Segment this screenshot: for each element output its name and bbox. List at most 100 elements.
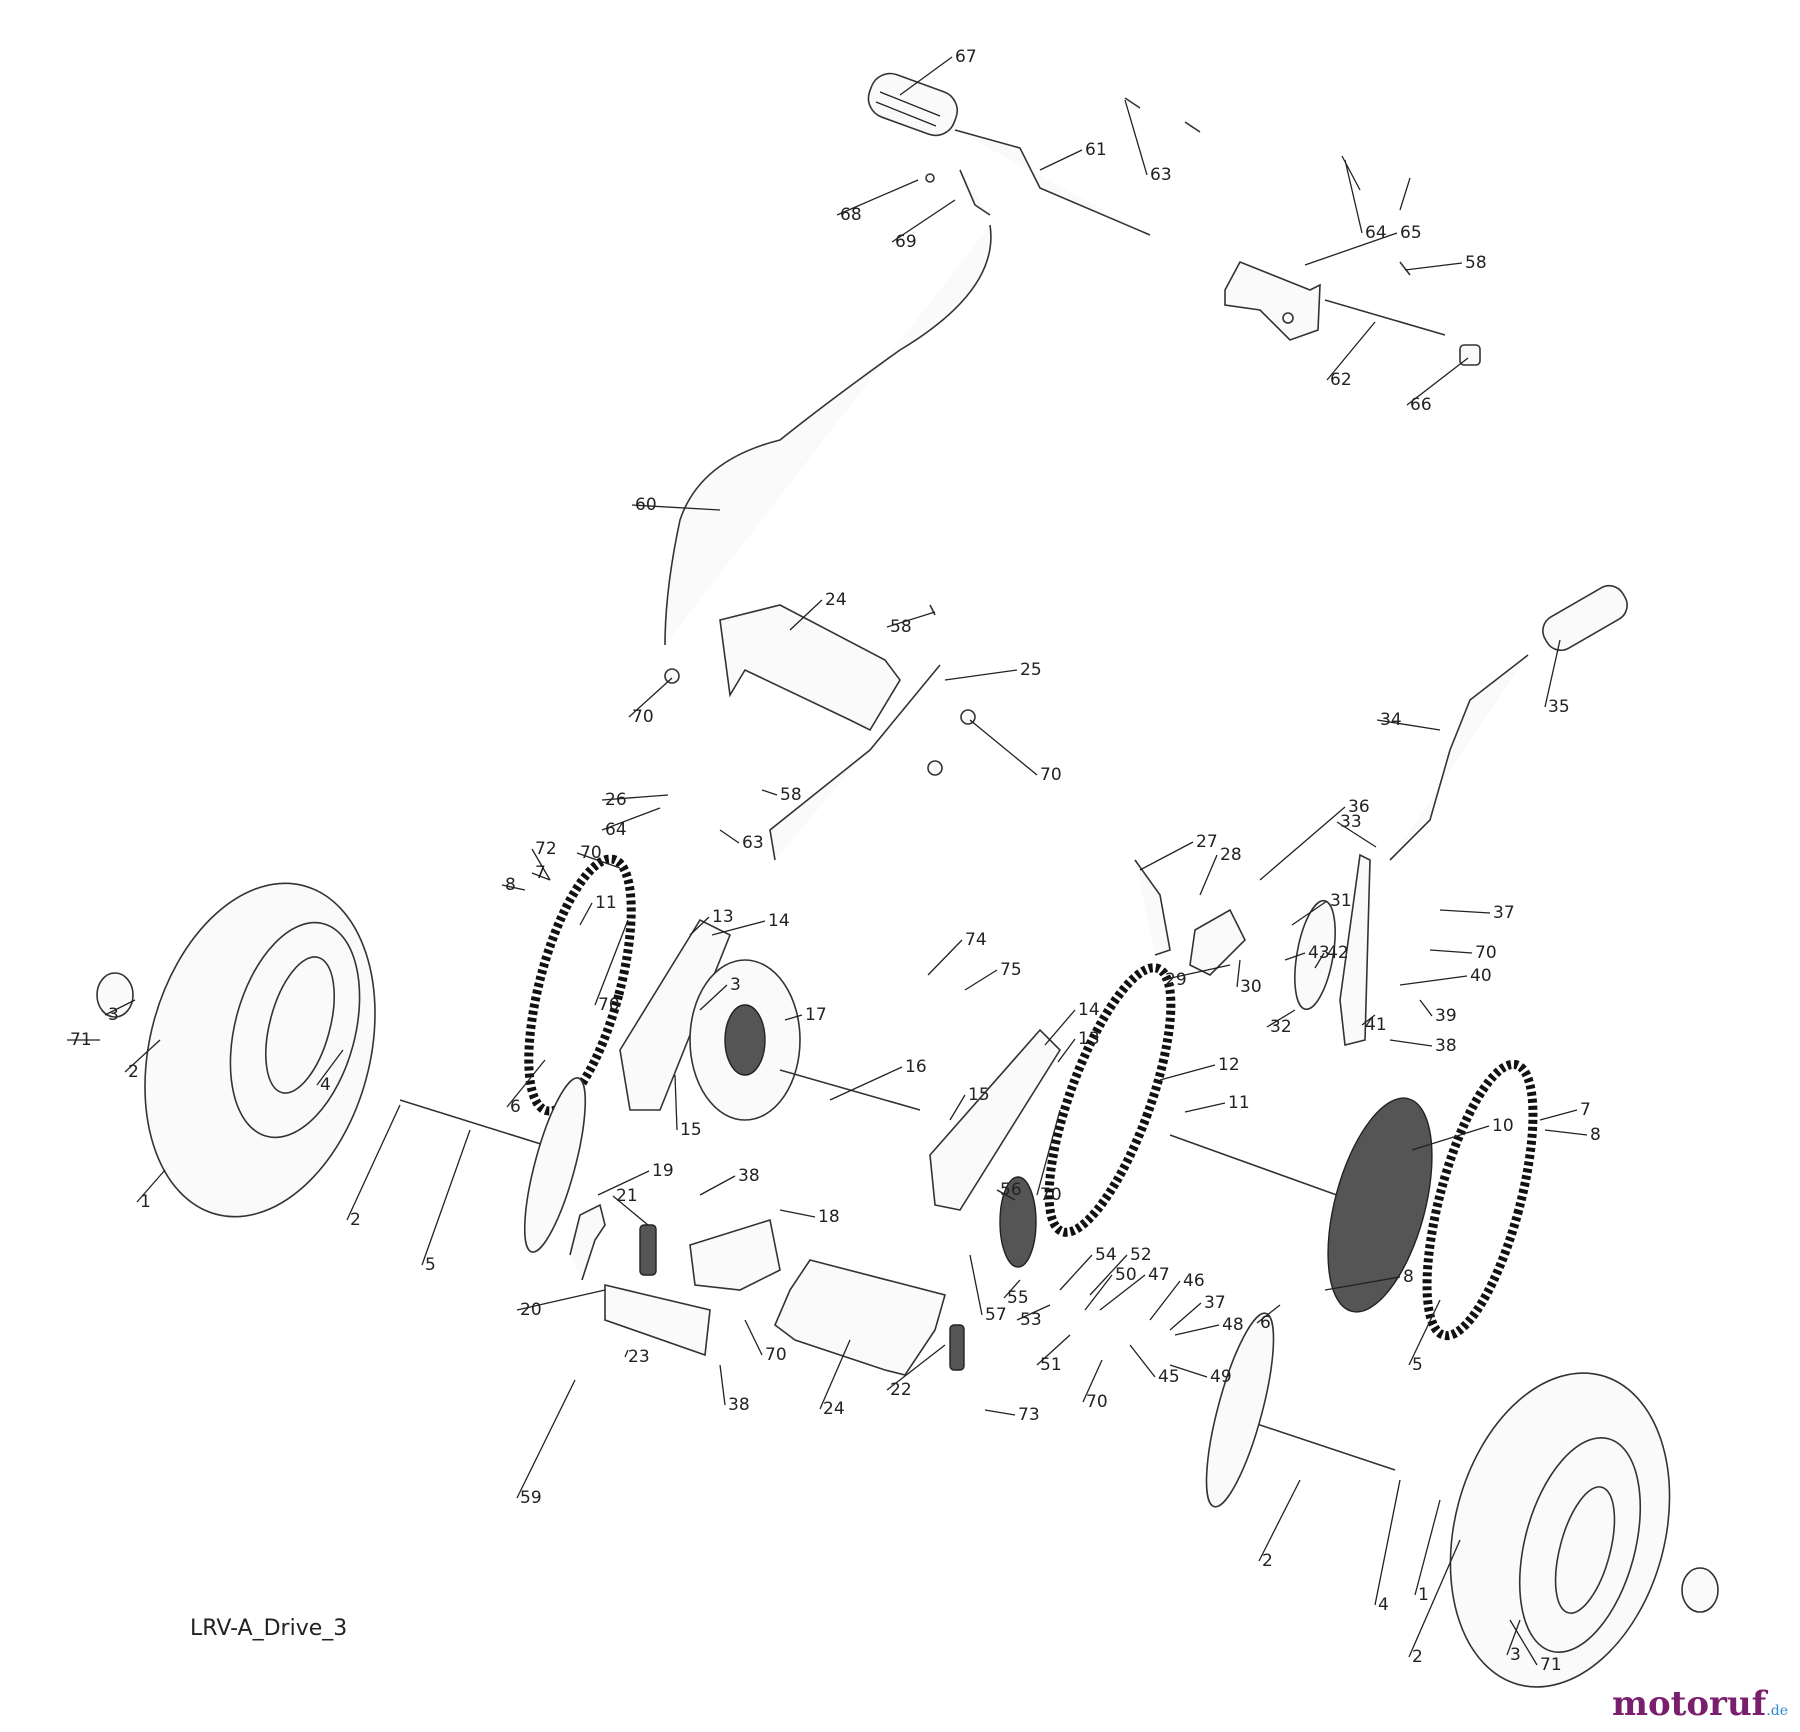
callout-leader-64 xyxy=(1344,159,1363,234)
watermark-suffix: .de xyxy=(1766,1703,1788,1719)
callout-label-55: 55 xyxy=(1007,1288,1029,1308)
callout-leader-20 xyxy=(516,1289,606,1311)
callout-label-2: 2 xyxy=(1412,1647,1423,1667)
callout-leader-50 xyxy=(1084,1274,1113,1311)
callout-leader-38 xyxy=(719,1364,726,1406)
callout-leader-36 xyxy=(1259,806,1346,881)
callout-label-70: 70 xyxy=(1040,765,1062,785)
callout-leader-61 xyxy=(1039,149,1083,171)
callout-leader-2 xyxy=(1408,1539,1461,1658)
callout-leader-37 xyxy=(1169,1302,1202,1331)
callout-label-36: 36 xyxy=(1348,797,1370,817)
callout-label-10: 10 xyxy=(1492,1116,1514,1136)
plate-14-right xyxy=(929,1028,1062,1211)
lever-61 xyxy=(954,129,1151,236)
callout-leader-66 xyxy=(1406,357,1469,406)
callout-leader-11 xyxy=(1184,1102,1226,1113)
chain-6-left xyxy=(524,854,636,1116)
callout-label-3: 3 xyxy=(108,1005,119,1025)
callout-leader-71 xyxy=(1509,1619,1538,1666)
callout-label-37: 37 xyxy=(1493,903,1515,923)
callout-label-24: 24 xyxy=(823,1399,845,1419)
clip-58-mid xyxy=(929,604,936,616)
callout-label-65: 65 xyxy=(1400,223,1422,243)
plate-24-top xyxy=(719,604,901,732)
clutch-17 xyxy=(689,959,801,1121)
callout-label-53: 53 xyxy=(1020,1310,1042,1330)
callout-leader-70 xyxy=(576,852,621,869)
callout-leader-2 xyxy=(1258,1479,1301,1562)
callout-label-21: 21 xyxy=(616,1186,638,1206)
callout-leader-18 xyxy=(779,1209,816,1218)
callout-leader-15 xyxy=(949,1094,966,1121)
lever-bracket-69 xyxy=(925,169,991,216)
callout-leader-16 xyxy=(829,1066,903,1101)
callout-label-50: 50 xyxy=(1115,1265,1137,1285)
callout-label-11: 11 xyxy=(595,893,617,913)
grip-35 xyxy=(1542,584,1628,652)
callout-label-47: 47 xyxy=(1148,1265,1170,1285)
callout-leader-7 xyxy=(531,872,551,881)
callout-label-58: 58 xyxy=(1465,253,1487,273)
bracket-65 xyxy=(1224,260,1321,341)
callout-label-8: 8 xyxy=(505,875,516,895)
callout-label-26: 26 xyxy=(605,790,627,810)
callout-leader-45 xyxy=(1129,1344,1156,1378)
callout-label-3: 3 xyxy=(1510,1645,1521,1665)
plate-33 xyxy=(1339,853,1371,1046)
callout-leader-70 xyxy=(969,719,1038,776)
callout-leader-68 xyxy=(836,179,919,216)
callout-label-63: 63 xyxy=(742,833,764,853)
callout-leader-51 xyxy=(1036,1334,1071,1366)
callout-leader-13 xyxy=(1057,1038,1076,1063)
callout-label-7: 7 xyxy=(1580,1100,1591,1120)
callout-label-18: 18 xyxy=(818,1207,840,1227)
callout-label-17: 17 xyxy=(805,1005,827,1025)
callout-leader-33 xyxy=(1336,821,1377,848)
callout-label-70: 70 xyxy=(1475,943,1497,963)
callout-leader-73 xyxy=(984,1409,1016,1416)
callout-label-3: 3 xyxy=(730,975,741,995)
callout-label-32: 32 xyxy=(1270,1017,1292,1037)
callout-leader-58 xyxy=(761,789,778,796)
callout-label-72: 72 xyxy=(535,839,557,859)
callout-leader-2 xyxy=(124,1039,161,1073)
wheel-1-left xyxy=(144,882,376,1218)
callout-label-38: 38 xyxy=(738,1166,760,1186)
callout-leader-5 xyxy=(421,1129,471,1266)
callout-label-24: 24 xyxy=(825,590,847,610)
callout-leader-3 xyxy=(104,999,136,1016)
pins-64-top xyxy=(1341,155,1411,211)
handle-grip-67 xyxy=(867,72,958,137)
callout-label-11: 11 xyxy=(1228,1093,1250,1113)
callout-leader-21 xyxy=(612,1195,649,1226)
bracket-18 xyxy=(689,1218,781,1291)
callout-leader-5 xyxy=(1408,1299,1441,1366)
callout-leader-38 xyxy=(1389,1039,1433,1047)
callout-label-58: 58 xyxy=(780,785,802,805)
callout-label-6: 6 xyxy=(510,1097,521,1117)
callout-label-30: 30 xyxy=(1240,977,1262,997)
callout-leader-48 xyxy=(1174,1324,1220,1336)
callout-label-4: 4 xyxy=(1378,1595,1389,1615)
callout-label-67: 67 xyxy=(955,47,977,67)
rod-25 xyxy=(769,664,941,861)
callout-label-37: 37 xyxy=(1204,1293,1226,1313)
callout-leader-6 xyxy=(1256,1304,1281,1324)
callout-label-4: 4 xyxy=(320,1075,331,1095)
callout-leader-15 xyxy=(674,1074,678,1131)
callout-label-51: 51 xyxy=(1040,1355,1062,1375)
callout-leader-41 xyxy=(1361,1014,1376,1026)
callout-leader-24 xyxy=(789,599,823,631)
spring-19 xyxy=(569,1203,606,1281)
callout-leader-75 xyxy=(964,969,998,991)
callout-label-70: 70 xyxy=(580,843,602,863)
callout-leader-70 xyxy=(594,919,629,1006)
diagram-caption: LRV-A_Drive_3 xyxy=(190,1616,347,1641)
callout-label-39: 39 xyxy=(1435,1006,1457,1026)
sprocket-56 xyxy=(999,1176,1037,1268)
callout-leader-49 xyxy=(1169,1364,1208,1378)
callout-leader-38 xyxy=(699,1175,736,1196)
